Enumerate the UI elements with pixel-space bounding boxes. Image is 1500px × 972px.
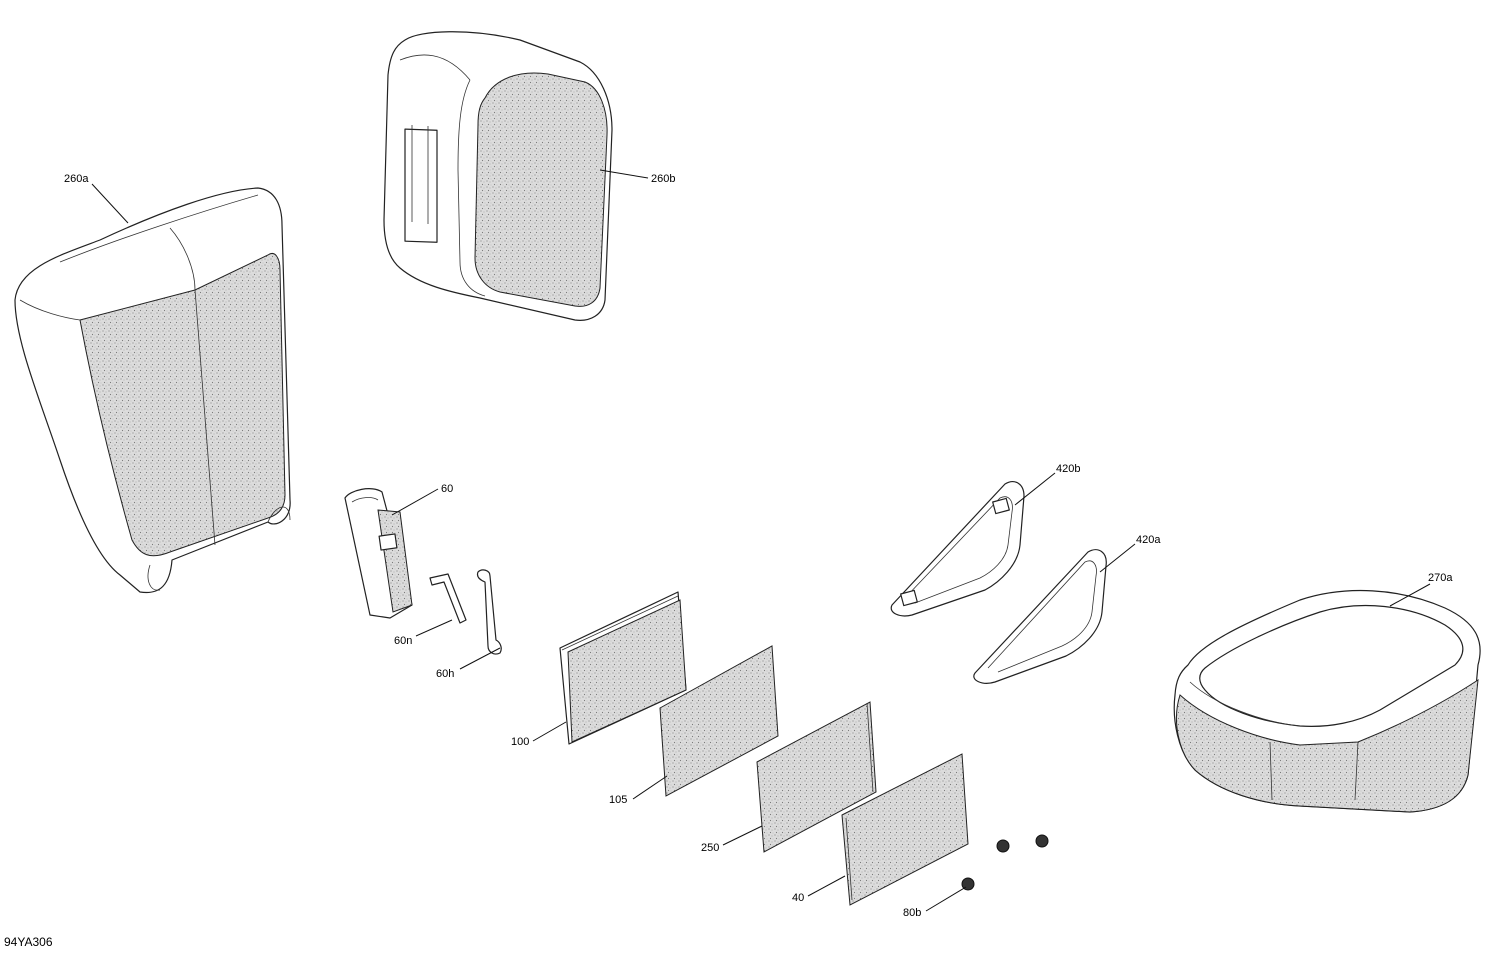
part-270a-seat-cushion xyxy=(1173,590,1481,813)
leader-100 xyxy=(532,721,567,742)
callout-60h: 60h xyxy=(436,668,454,680)
callout-100: 100 xyxy=(511,736,529,748)
part-420a-trim xyxy=(973,549,1107,684)
leader-260b xyxy=(599,169,649,179)
callout-420b: 420b xyxy=(1056,463,1080,475)
callout-260b: 260b xyxy=(651,173,675,185)
part-60h-wrench xyxy=(476,569,502,655)
part-60-tool-pouch xyxy=(344,488,413,619)
callout-260a: 260a xyxy=(64,173,89,185)
leader-lines xyxy=(91,169,1431,912)
leader-260a xyxy=(91,183,129,224)
part-250-foam-sheet xyxy=(756,701,877,853)
part-100-panel xyxy=(559,591,687,745)
leader-40 xyxy=(807,875,846,897)
leader-105 xyxy=(632,775,668,800)
leader-60n xyxy=(415,619,453,637)
callout-250: 250 xyxy=(701,842,719,854)
part-60n-hex-key xyxy=(429,573,467,624)
callout-60n: 60n xyxy=(394,635,412,647)
leader-80b xyxy=(925,886,967,912)
callout-labels: 260a 260b 60 60n 60h 100 105 250 40 80b … xyxy=(64,173,1453,919)
part-40-panel xyxy=(841,753,969,906)
part-80b-grommets xyxy=(961,834,1049,891)
figure-id: 94YA306 xyxy=(4,935,53,949)
callout-270a: 270a xyxy=(1428,572,1453,584)
callout-80b: 80b xyxy=(903,907,921,919)
callout-420a: 420a xyxy=(1136,534,1161,546)
leader-60 xyxy=(391,488,439,516)
callout-105: 105 xyxy=(609,794,627,806)
leader-420a xyxy=(1099,543,1136,573)
leader-420b xyxy=(1014,472,1056,506)
part-260b-backrest xyxy=(383,31,613,321)
part-420b-trim xyxy=(890,481,1025,617)
callout-40: 40 xyxy=(792,892,804,904)
part-260a-backrest xyxy=(14,187,291,594)
leader-60h xyxy=(459,647,501,670)
leader-270a xyxy=(1389,583,1431,607)
callout-60: 60 xyxy=(441,483,453,495)
part-105-foam-sheet xyxy=(659,645,779,797)
leader-250 xyxy=(722,825,763,846)
